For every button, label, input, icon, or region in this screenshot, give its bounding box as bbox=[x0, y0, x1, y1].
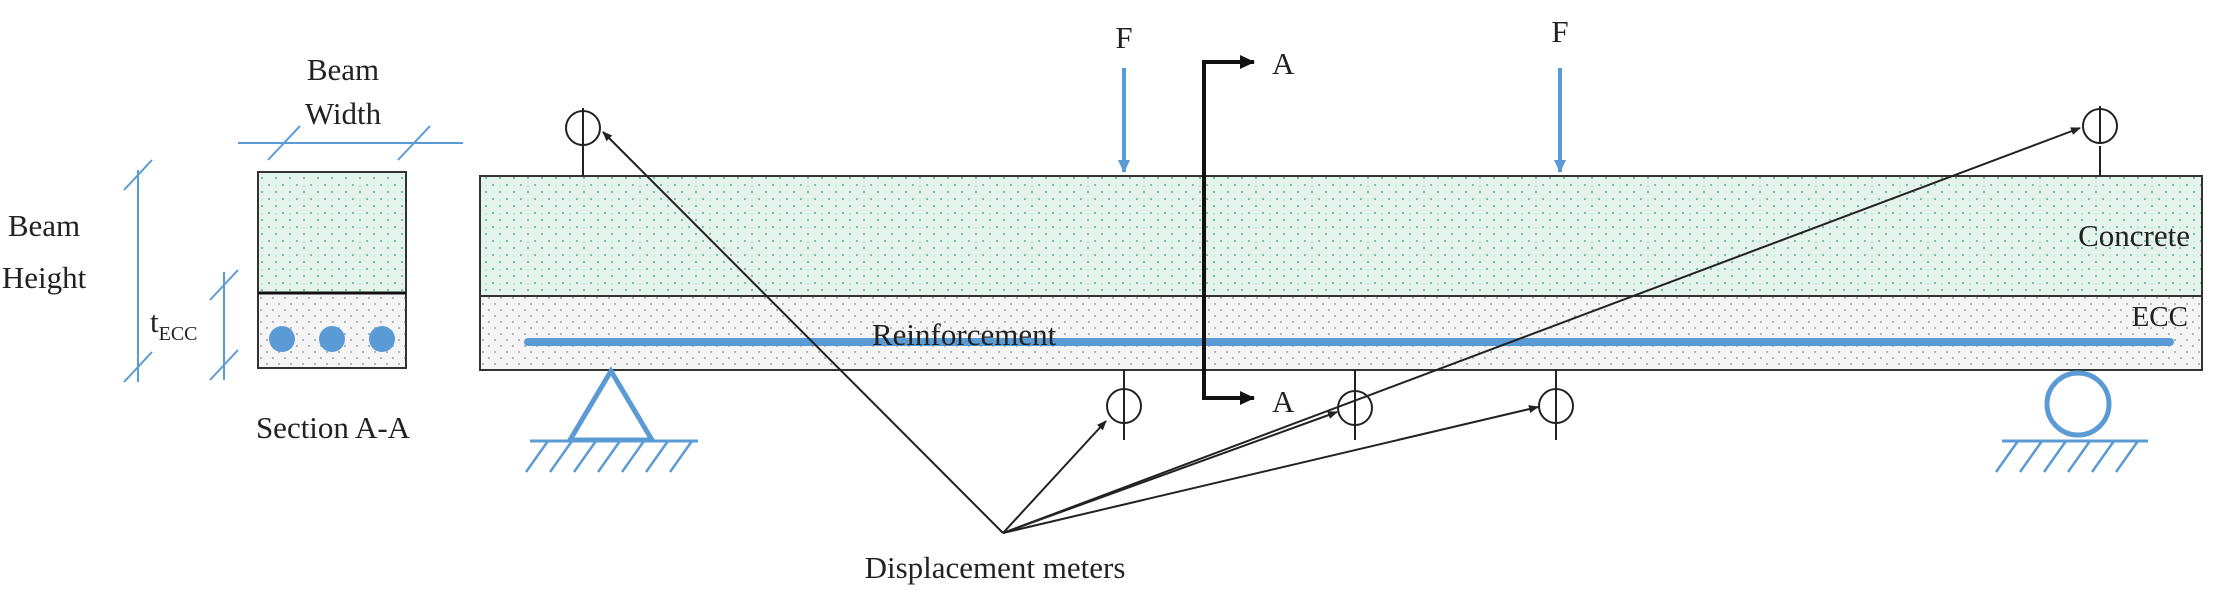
main-beam: Concrete ECC Reinforcement bbox=[479, 175, 2203, 371]
section-concrete-layer bbox=[257, 171, 407, 294]
t-ecc-dimension bbox=[209, 269, 239, 381]
beam-height-label-line1: Beam bbox=[8, 208, 80, 243]
rebar-dot-2 bbox=[319, 326, 345, 352]
leader-to-meter-top-right bbox=[1002, 127, 2081, 534]
meter-bottom-2 bbox=[1337, 370, 1373, 440]
leader-to-meter-bottom-3 bbox=[1002, 405, 1539, 534]
displacement-meters-label: Displacement meters bbox=[865, 550, 1126, 585]
section-cut-bottom-label: A bbox=[1272, 384, 1295, 419]
meter-bottom-3 bbox=[1538, 370, 1574, 440]
load-right-label: F bbox=[1551, 14, 1568, 49]
reinforcement-label: Reinforcement bbox=[872, 317, 1057, 352]
t-ecc-label: tECC bbox=[150, 304, 198, 345]
concrete-label: Concrete bbox=[2078, 218, 2190, 253]
ecc-layer bbox=[479, 295, 2203, 371]
ecc-label: ECC bbox=[2132, 301, 2188, 333]
roller-support-circle bbox=[2044, 370, 2112, 438]
beam-width-dimension bbox=[238, 125, 463, 161]
beam-height-label-line2: Height bbox=[2, 260, 87, 295]
roller-support bbox=[1994, 370, 2148, 473]
load-right: F bbox=[1551, 14, 1569, 173]
rebar-dot-3 bbox=[369, 326, 395, 352]
meter-top-left bbox=[565, 108, 601, 176]
section-cut-top-label: A bbox=[1272, 46, 1295, 81]
section-cut: A A bbox=[1202, 46, 1295, 419]
leader-to-meter-top-left bbox=[602, 131, 1004, 534]
load-left-label: F bbox=[1115, 20, 1132, 55]
section-caption: Section A-A bbox=[256, 410, 411, 445]
meter-bottom-1 bbox=[1106, 370, 1142, 440]
beam-width-label-line2: Width bbox=[305, 96, 382, 131]
meter-top-right bbox=[2082, 106, 2118, 176]
pin-support bbox=[524, 366, 698, 473]
roller-support-hatch bbox=[1994, 440, 2140, 473]
beam-width-label-line1: Beam bbox=[307, 52, 379, 87]
cross-section: Beam Width Beam Height tECC bbox=[2, 52, 463, 445]
meter-leaders bbox=[602, 127, 2081, 534]
pin-support-hatch bbox=[524, 440, 694, 473]
load-left: F bbox=[1115, 20, 1133, 173]
displacement-meters bbox=[565, 106, 2118, 440]
beam-height-dimension bbox=[123, 159, 153, 383]
pin-support-triangle bbox=[565, 366, 657, 443]
rebar-dot-1 bbox=[269, 326, 295, 352]
leader-to-meter-bottom-1 bbox=[1002, 420, 1107, 534]
concrete-layer bbox=[479, 175, 2203, 297]
